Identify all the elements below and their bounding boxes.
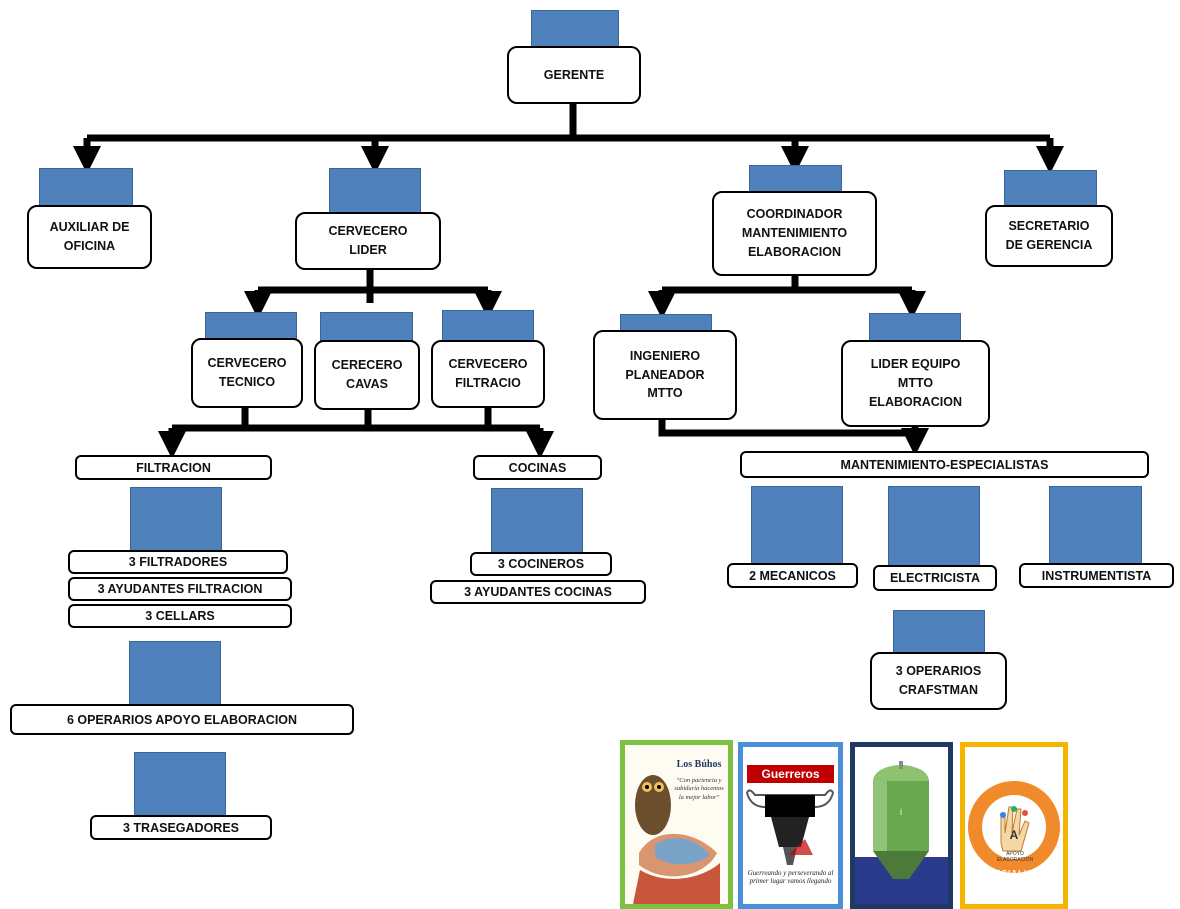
node-auxiliar-de-oficina: AUXILIAR DE OFICINA	[27, 205, 152, 269]
node-ingeniero-planeador: INGENIERO PLANEADOR MTTO	[593, 330, 737, 420]
logo-listos-center: APOYO ELABORACION	[996, 851, 1034, 863]
photo-placeholder-auxiliar	[39, 168, 133, 209]
role-instrumentista: INSTRUMENTISTA	[1019, 563, 1174, 588]
role-trasegadores: 3 TRASEGADORES	[90, 815, 272, 840]
node-operarios-crafstman: 3 OPERARIOS CRAFSTMAN	[870, 652, 1007, 710]
photo-placeholder-secretario	[1004, 170, 1097, 209]
node-gerente: GERENTE	[507, 46, 641, 104]
photo-placeholder-lider-equipo	[869, 313, 961, 343]
svg-text:i: i	[900, 807, 902, 817]
role-mecanicos: 2 MECANICOS	[727, 563, 858, 588]
logo-guerreros-title: Guerreros	[761, 767, 820, 781]
role-ayudantes-filtracion: 3 AYUDANTES FILTRACION	[68, 577, 292, 601]
node-coordinador-mantenimiento: COORDINADOR MANTENIMIENTO ELABORACION	[712, 191, 877, 276]
role-cocineros: 3 COCINEROS	[470, 552, 612, 576]
photo-placeholder-crafstman	[893, 610, 985, 657]
photo-placeholder-filtracion	[130, 487, 222, 551]
photo-placeholder-cocinas	[491, 488, 583, 553]
photo-placeholder-trasegadores	[134, 752, 226, 820]
photo-placeholder-cervecero-filtracio	[442, 310, 534, 344]
owl-icon	[625, 745, 728, 904]
group-cocinas: COCINAS	[473, 455, 602, 480]
photo-placeholder-instrumentista	[1049, 486, 1142, 568]
svg-text:A: A	[1010, 828, 1019, 842]
tank-icon: i	[855, 747, 948, 904]
logo-los-buhos: Los Búhos "Con paciencia y sabiduría hac…	[620, 740, 733, 909]
logo-listos-ring-top: SIEMPRE LISTOS	[969, 769, 1059, 779]
group-filtracion: FILTRACION	[75, 455, 272, 480]
node-cervecero-tecnico: CERVECERO TECNICO	[191, 338, 303, 408]
photo-placeholder-cervecero-lider	[329, 168, 421, 216]
node-cervecero-filtracio: CERVECERO FILTRACIO	[431, 340, 545, 408]
logo-guerreros: Guerreros Guerreando y perseverando al p…	[738, 742, 843, 909]
role-operarios-apoyo: 6 OPERARIOS APOYO ELABORACION	[10, 704, 354, 735]
node-cerecero-cavas: CERECERO CAVAS	[314, 340, 420, 410]
hand-badge-icon: A	[965, 747, 1063, 904]
role-ayudantes-cocinas: 3 AYUDANTES COCINAS	[430, 580, 646, 604]
node-cervecero-lider: CERVECERO LIDER	[295, 212, 441, 270]
role-filtradores: 3 FILTRADORES	[68, 550, 288, 574]
node-secretario-de-gerencia: SECRETARIO DE GERENCIA	[985, 205, 1113, 267]
bull-icon	[743, 747, 838, 904]
logo-siempre-listos: A SIEMPRE LISTOS APOYO ELABORACION ESPEC…	[960, 742, 1068, 909]
photo-placeholder-mecanicos	[751, 486, 843, 568]
logo-buhos-quote: "Con paciencia y sabiduría hacemos la me…	[674, 777, 724, 801]
logo-guerreros-motto: Guerreando y perseverando al primer luga…	[747, 869, 834, 886]
logo-listos-ring-bottom: ESPECIALISTAS	[976, 869, 1052, 878]
node-lider-equipo-mtto: LIDER EQUIPO MTTO ELABORACION	[841, 340, 990, 427]
photo-placeholder-electricista	[888, 486, 980, 568]
logo-tanque: i	[850, 742, 953, 909]
photo-placeholder-gerente	[531, 10, 619, 52]
role-electricista: ELECTRICISTA	[873, 565, 997, 591]
role-cellars: 3 CELLARS	[68, 604, 292, 628]
photo-placeholder-operarios-apoyo	[129, 641, 221, 707]
logo-buhos-title: Los Búhos	[676, 759, 722, 770]
group-mantenimiento-especialistas: MANTENIMIENTO-ESPECIALISTAS	[740, 451, 1149, 478]
